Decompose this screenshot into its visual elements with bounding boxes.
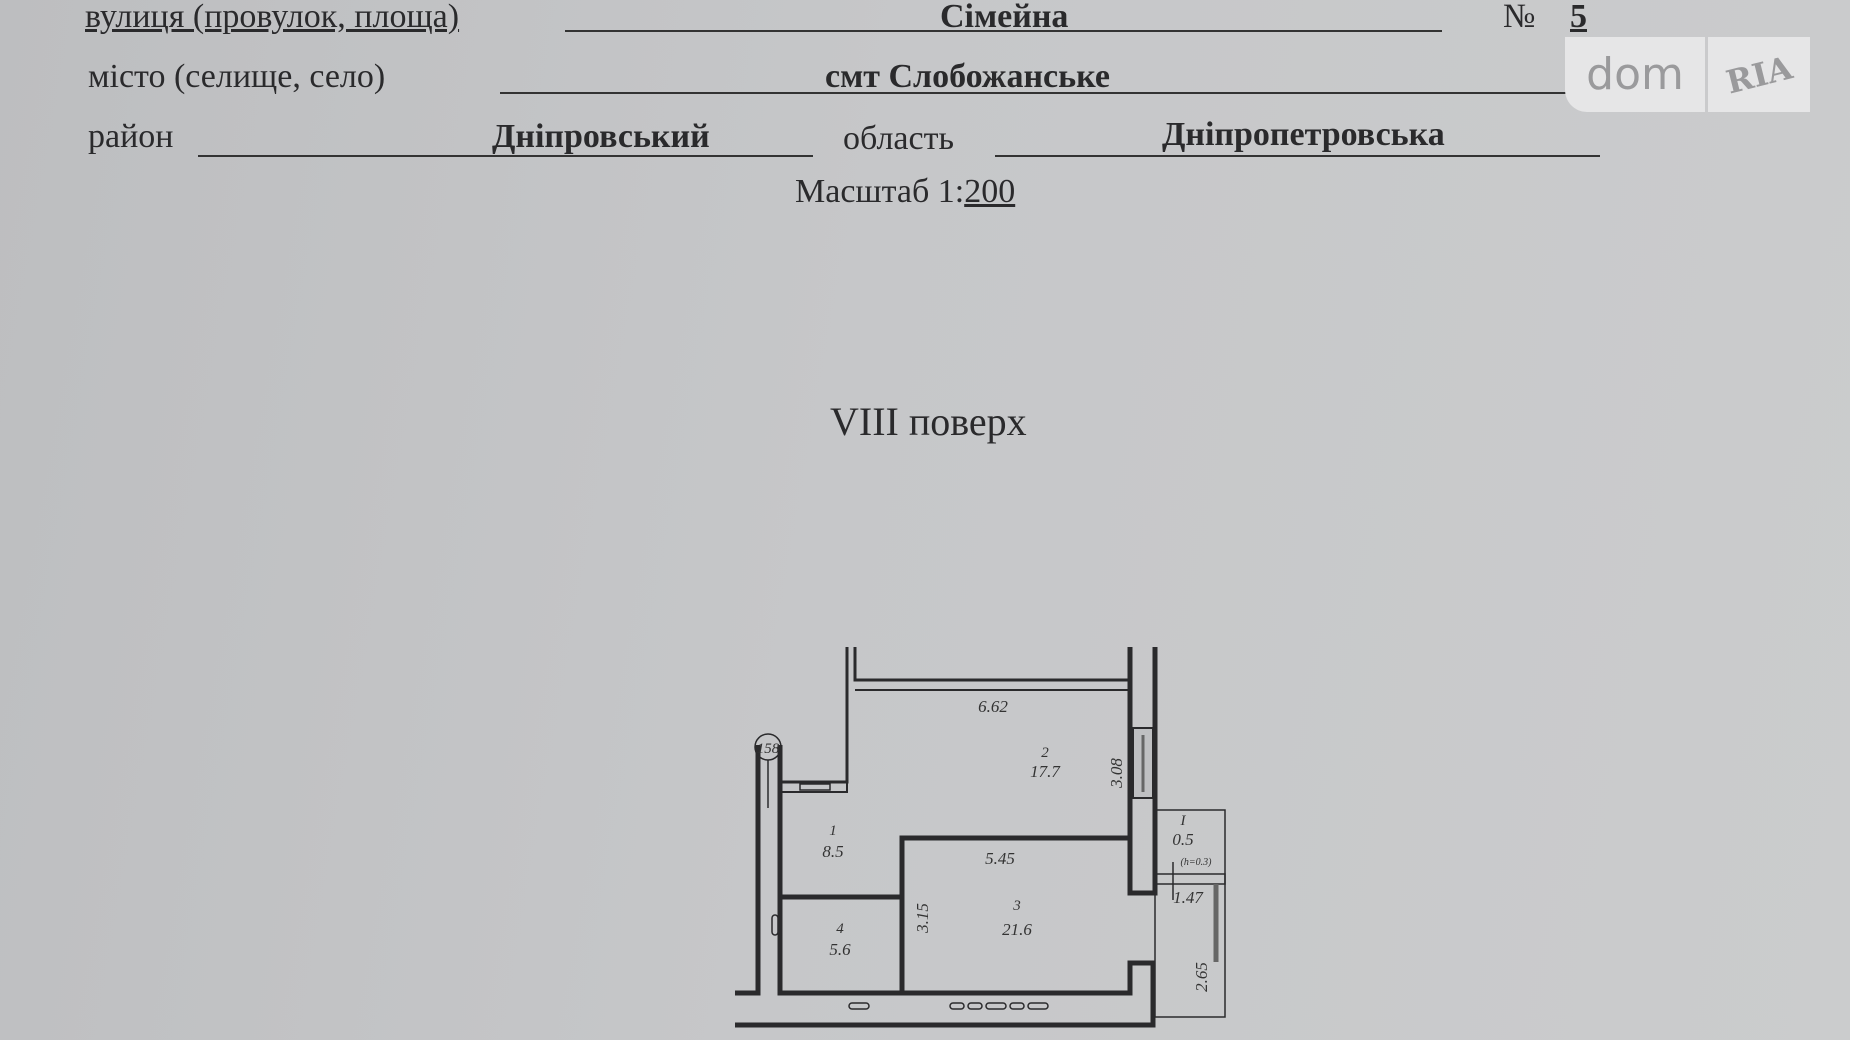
svg-text:8.5: 8.5 <box>822 842 843 861</box>
room-1: 18.5 <box>822 823 843 861</box>
logo-dom: dom <box>1565 37 1705 112</box>
room-4: 45.6 <box>829 921 851 959</box>
dim-left-mid: 3.15 <box>913 903 932 934</box>
scale-text: Масштаб 1:200 <box>795 175 1015 209</box>
dim-balcony-h: 2.65 <box>1192 962 1211 992</box>
dim-mid: 5.45 <box>985 849 1015 868</box>
room-3: 321.6 <box>1002 898 1032 939</box>
number-value: 5 <box>1570 0 1587 35</box>
floor-title: VIII поверх <box>830 399 1027 444</box>
district-label: район <box>88 118 174 155</box>
district-value: Дніпровський <box>492 118 710 155</box>
city-label: місто (селище, село) <box>88 58 386 95</box>
marker-label: 158 <box>757 741 780 757</box>
number-label: № <box>1503 0 1536 35</box>
dom-ria-logo: dom RIA <box>1565 37 1810 112</box>
svg-text:21.6: 21.6 <box>1002 920 1032 939</box>
region-label: область <box>843 120 954 157</box>
svg-text:1: 1 <box>829 823 837 839</box>
svg-text:3: 3 <box>1012 898 1021 914</box>
svg-text:0.5: 0.5 <box>1172 830 1193 849</box>
region-value: Дніпропетровська <box>1162 116 1445 153</box>
room-balcony: I0.5 <box>1172 813 1193 849</box>
scale-label: Масштаб 1: <box>795 173 965 210</box>
svg-text:4: 4 <box>836 921 844 937</box>
city-value: смт Слобожанське <box>825 58 1110 95</box>
dim-right-upper: 3.08 <box>1107 758 1126 789</box>
svg-text:17.7: 17.7 <box>1030 762 1061 781</box>
svg-text:2: 2 <box>1041 745 1049 761</box>
svg-text:5.6: 5.6 <box>829 940 851 959</box>
logo-ria: RIA <box>1708 37 1810 112</box>
scale-value: 200 <box>964 173 1016 210</box>
street-value: Сімейна <box>940 0 1069 35</box>
room-2: 217.7 <box>1030 745 1061 781</box>
svg-text:I: I <box>1180 813 1187 829</box>
dim-top: 6.62 <box>978 697 1008 716</box>
dim-sill: (h=0.3) <box>1181 857 1213 868</box>
dim-balcony-w: 1.47 <box>1173 888 1204 907</box>
street-label: вулиця (провулок, площа) <box>85 0 460 35</box>
